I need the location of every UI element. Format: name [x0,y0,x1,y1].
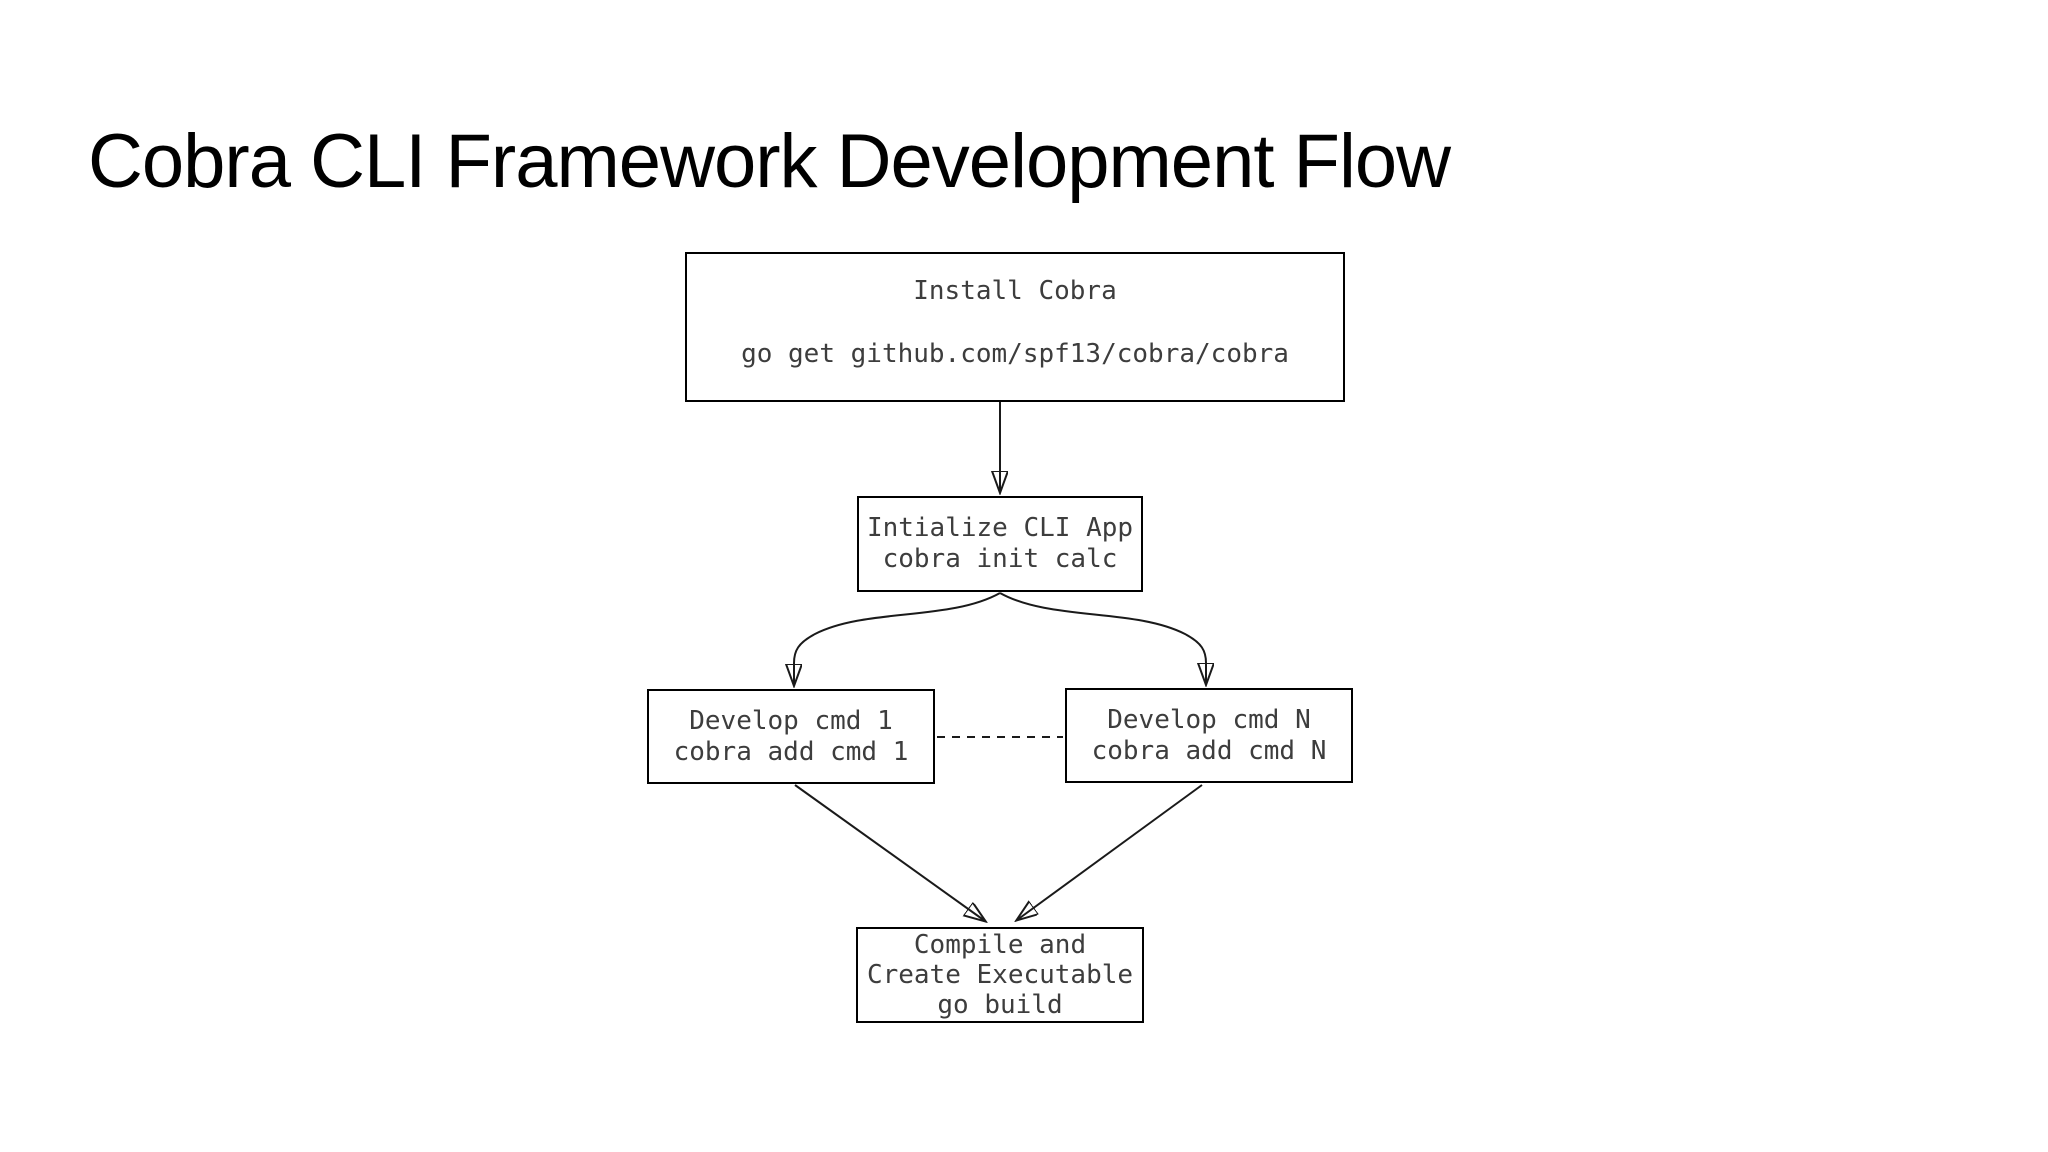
edge-developN-to-compile [1017,784,1203,920]
node-label: Compile and [913,930,1087,960]
flow-node-compile-executable: Compile and Create Executable go build [856,927,1144,1023]
node-command: go get github.com/spf13/cobra/cobra [741,339,1289,369]
page-title: Cobra CLI Framework Development Flow [88,119,1451,204]
flow-node-develop-cmd-1: Develop cmd 1 cobra add cmd 1 [647,689,935,784]
flow-node-develop-cmd-n: Develop cmd N cobra add cmd N [1065,688,1353,783]
node-label: Intialize CLI App [866,513,1134,543]
edge-initialize-to-developN [999,592,1206,684]
flow-node-initialize-cli-app: Intialize CLI App cobra init calc [857,496,1143,592]
node-label: Install Cobra [913,276,1117,306]
node-command: cobra add cmd 1 [673,736,909,767]
edge-initialize-to-develop1 [794,592,1001,685]
node-command: cobra init calc [882,544,1118,574]
node-command: cobra add cmd N [1091,735,1327,766]
node-label: Develop cmd 1 [689,705,893,736]
node-label: Create Executable [866,960,1134,990]
edge-develop1-to-compile [794,784,985,921]
node-label: Develop cmd N [1107,704,1311,735]
node-command: go build [937,990,1063,1020]
flow-node-install-cobra: Install Cobra go get github.com/spf13/co… [685,252,1345,402]
